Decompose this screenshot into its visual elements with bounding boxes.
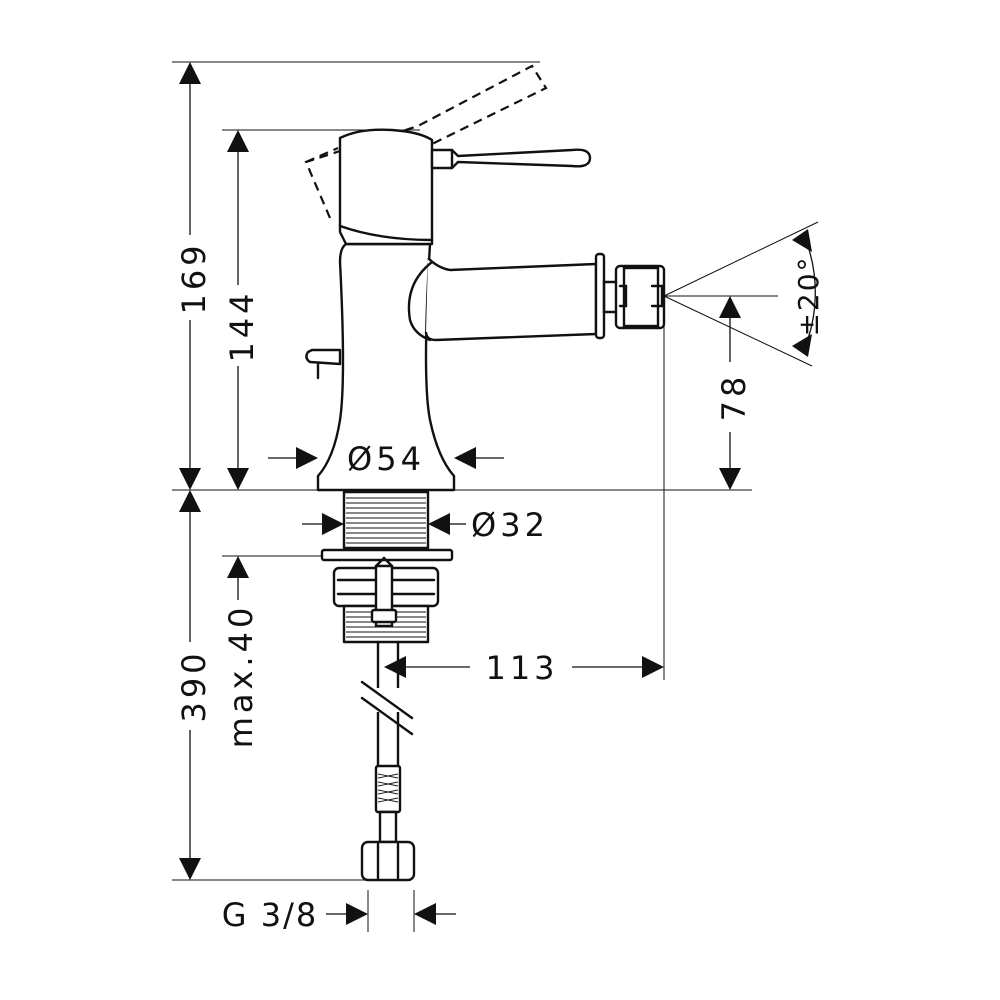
dimension-78 bbox=[719, 296, 741, 490]
dimension-144 bbox=[227, 130, 249, 490]
dimension-max-40 bbox=[227, 556, 249, 600]
label-max-40: max.40 bbox=[222, 604, 260, 749]
mounting-assembly bbox=[320, 490, 454, 644]
label-diameter-54: Ø54 bbox=[347, 440, 425, 478]
extension-lines bbox=[172, 61, 778, 932]
dimension-113 bbox=[384, 656, 664, 678]
hose-crimp bbox=[374, 764, 402, 814]
aerator bbox=[614, 264, 666, 330]
label-diameter-32: Ø32 bbox=[471, 506, 549, 544]
label-g38: G 3/8 bbox=[222, 896, 318, 934]
dimension-spray-angle bbox=[663, 221, 819, 367]
label-169: 169 bbox=[175, 241, 213, 314]
threaded-shank bbox=[342, 490, 430, 550]
cartridge-cap bbox=[338, 128, 434, 246]
connection-nut bbox=[360, 840, 416, 882]
supply-hose bbox=[356, 640, 420, 882]
label-144: 144 bbox=[223, 289, 261, 362]
dimension-diameter-32 bbox=[302, 513, 466, 535]
dimension-390 bbox=[179, 490, 201, 880]
label-390: 390 bbox=[175, 649, 213, 722]
label-spray-angle: ±20° bbox=[792, 255, 825, 336]
washer bbox=[320, 548, 454, 562]
popup-rod bbox=[305, 348, 342, 366]
faucet-column bbox=[316, 242, 456, 492]
lever-alternate-position bbox=[304, 64, 548, 219]
spout bbox=[424, 257, 598, 342]
label-78: 78 bbox=[715, 373, 753, 422]
shank-threads bbox=[346, 497, 426, 544]
label-113: 113 bbox=[485, 649, 558, 687]
faucet-body bbox=[305, 128, 666, 492]
dimension-diameter-54 bbox=[268, 447, 504, 469]
dimension-169 bbox=[179, 62, 201, 490]
dimension-g38 bbox=[326, 903, 456, 925]
lever-handle bbox=[430, 148, 592, 170]
